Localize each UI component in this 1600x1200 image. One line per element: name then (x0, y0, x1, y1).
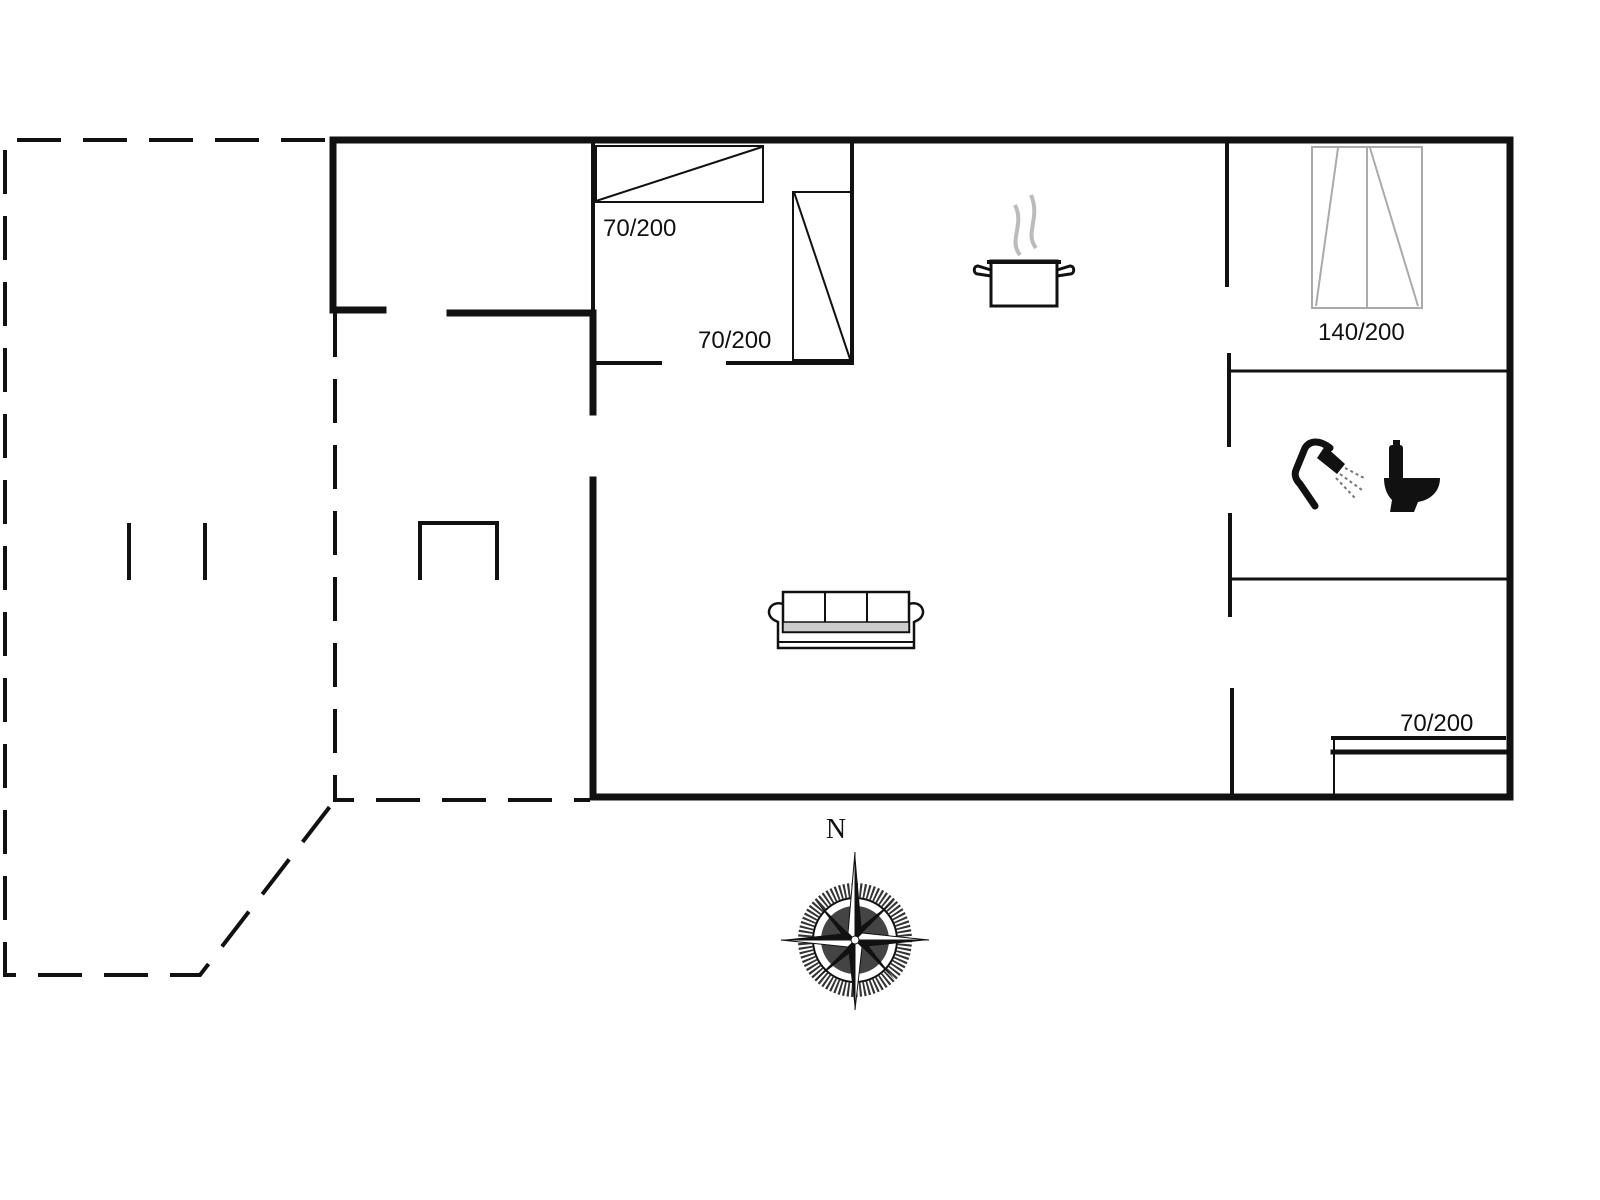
terrace-outline (3, 138, 590, 977)
bed-2 (792, 191, 852, 361)
compass-north-label: N (826, 814, 846, 845)
interior-walls (591, 143, 1509, 799)
bed-1 (595, 145, 764, 203)
bed-3-size-label: 140/200 (1318, 319, 1405, 346)
bed-3 (1311, 146, 1423, 309)
sofa-icon (767, 590, 925, 650)
bed-1-size-label: 70/200 (603, 215, 676, 242)
cooking-pot-icon (972, 194, 1076, 308)
compass-rose-icon (780, 851, 930, 1011)
bed-2-size-label: 70/200 (698, 327, 771, 354)
bed-4-size-label: 70/200 (1400, 710, 1473, 737)
terrace-furniture (127, 521, 499, 580)
shower-icon (1291, 438, 1365, 510)
bed-4 (1330, 736, 1507, 797)
toilet-icon (1384, 440, 1440, 512)
